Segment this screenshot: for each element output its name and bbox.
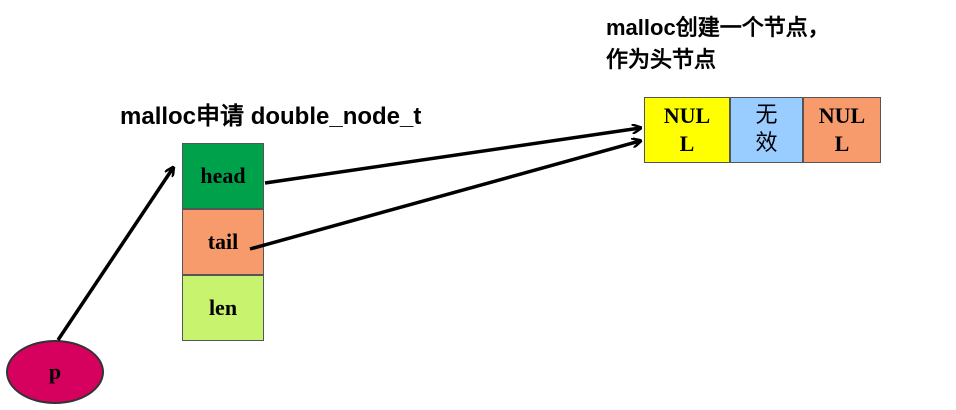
node-next-text: NUL L [818, 103, 866, 156]
field-len: len [182, 275, 264, 341]
node-data-cell: 无 效 [730, 97, 803, 163]
pointer-p: p [6, 340, 104, 404]
node-caption-line2: 作为头节点 [606, 47, 717, 72]
node-prev-text: NUL L [663, 103, 711, 156]
node-data-text: 无 效 [755, 103, 778, 156]
node-prev-cell: NUL L [644, 97, 730, 163]
field-tail: tail [182, 209, 264, 275]
struct-caption: malloc申请 double_node_t [120, 103, 422, 130]
arrow-head-to-node [264, 128, 640, 185]
arrow-tail-to-node [249, 141, 640, 251]
field-head: head [182, 143, 264, 209]
node-caption-line1: malloc创建一个节点， [606, 15, 830, 40]
arrow-p-to-struct [56, 168, 173, 341]
node-next-cell: NUL L [803, 97, 881, 163]
node-caption: malloc创建一个节点， 作为头节点 [606, 12, 830, 76]
